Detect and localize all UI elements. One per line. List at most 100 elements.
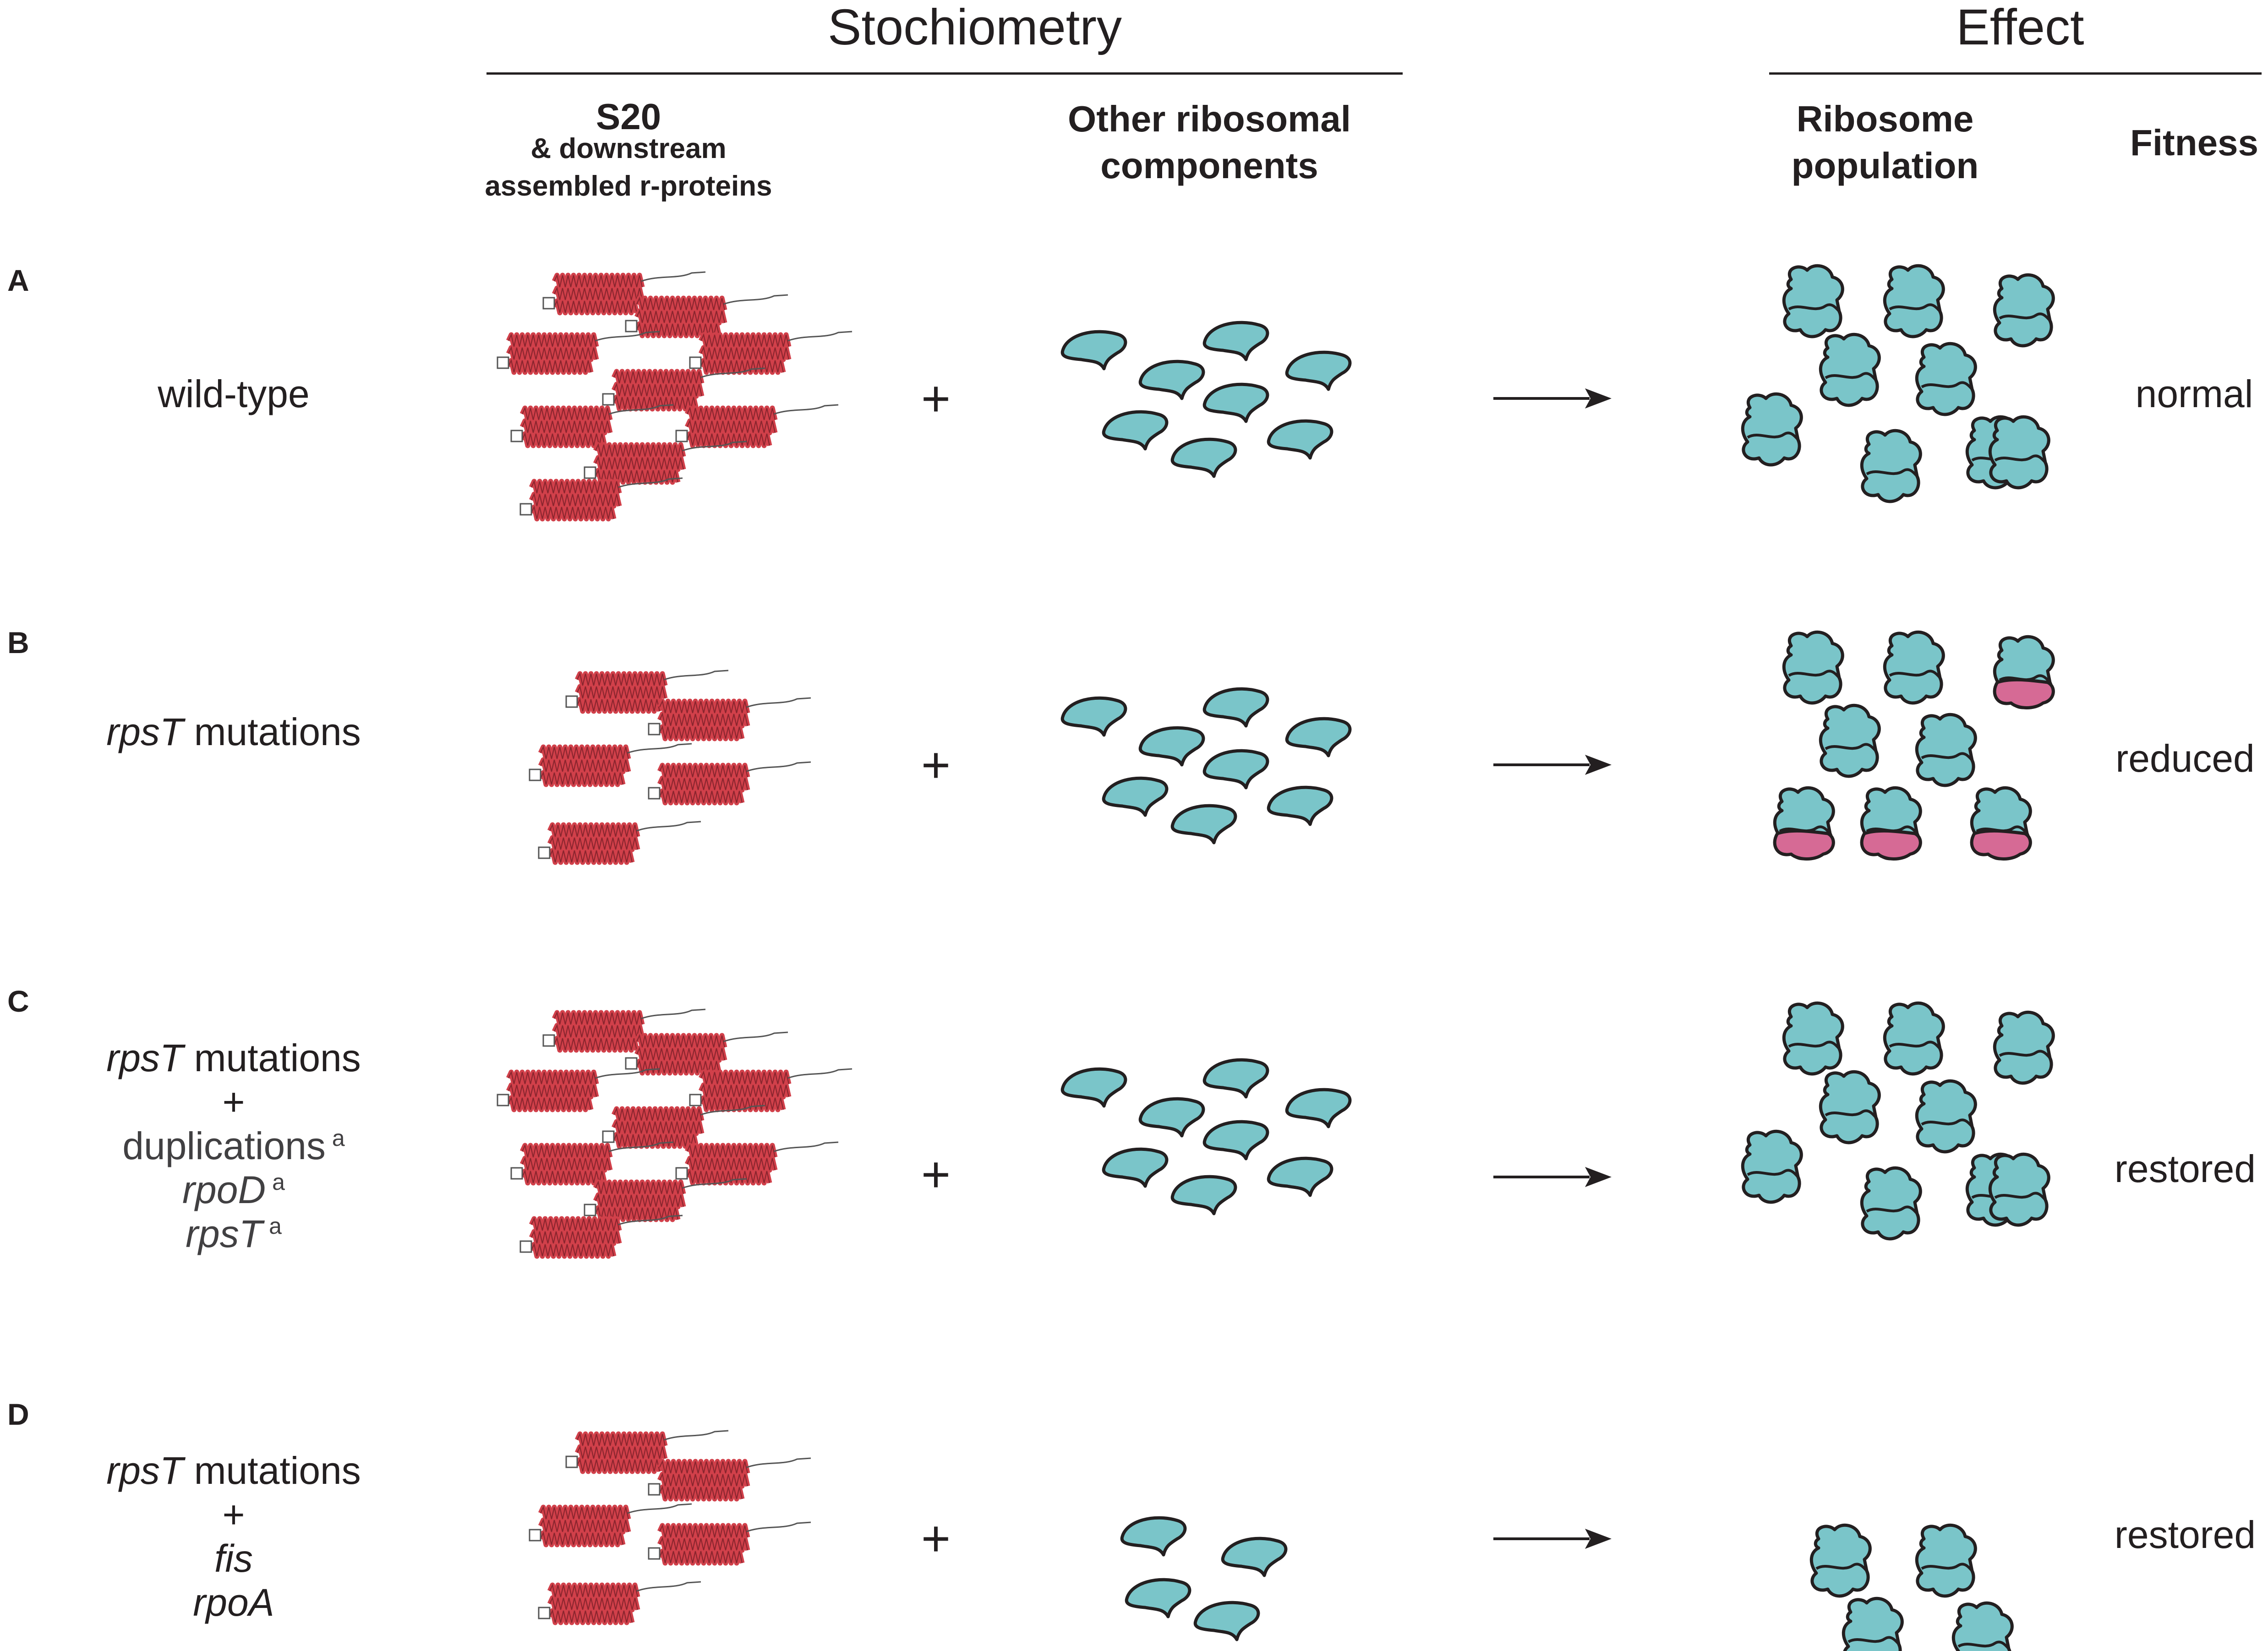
ribosome-a-7 — [1860, 429, 1922, 503]
ribosomal-component-d-3 — [1125, 1578, 1191, 1618]
other-components-title-2: components — [1100, 145, 1318, 186]
condition-c-sup-4: a — [272, 1169, 285, 1195]
ribosome-b-4 — [1819, 703, 1881, 778]
ribosomal-component-b-6 — [1102, 776, 1169, 817]
condition-c-line-1: rpsT mutations — [106, 1036, 361, 1080]
s20-protein-c-3 — [497, 1068, 660, 1112]
plus-sign-a: + — [921, 371, 951, 427]
s20-protein-a-4 — [689, 331, 853, 375]
s20-protein-a-1 — [542, 271, 706, 316]
ribosomal-component-a-5 — [1202, 382, 1269, 423]
plus-sign-c: + — [921, 1146, 951, 1203]
condition-a: wild-type — [158, 372, 309, 416]
s20-protein-b-1 — [565, 670, 729, 714]
ribosome-c-9 — [1988, 1152, 2050, 1227]
condition-c-sup-3: a — [332, 1125, 345, 1151]
s20-protein-c-6 — [510, 1141, 674, 1186]
condition-b-gene: rpsT — [106, 710, 184, 753]
s20-protein-a-3 — [497, 331, 660, 375]
ribosome-c-7 — [1860, 1166, 1922, 1241]
condition-c-text-3: duplications — [122, 1124, 326, 1167]
condition-d-text-1: mutations — [183, 1449, 361, 1492]
ribosome-b-3 — [1993, 635, 2055, 709]
fitness-c: restored — [2114, 1147, 2256, 1190]
ribosome-b-2 — [1883, 630, 1945, 705]
stoichiometry-rule — [486, 72, 1403, 75]
ribosome-b-5 — [1915, 713, 1977, 787]
ribosome-c-6 — [1741, 1129, 1803, 1204]
ribosome-b-8 — [1970, 786, 2032, 861]
ribosome-a-5 — [1915, 342, 1977, 416]
ribosomal-component-b-1 — [1060, 696, 1127, 737]
condition-a-line-1: wild-type — [158, 372, 310, 415]
s20-protein-d-2 — [648, 1457, 811, 1502]
arrow-a — [1493, 388, 1612, 409]
fitness-d: restored — [2114, 1513, 2256, 1556]
condition-c-sup-5: a — [269, 1213, 282, 1239]
panel-letter-a: A — [7, 263, 29, 297]
ribosome-population-title-1: Ribosome — [1796, 98, 1974, 139]
s20-protein-c-1 — [542, 1008, 706, 1053]
ribosomal-component-c-1 — [1060, 1067, 1127, 1108]
s20-protein-c-7 — [675, 1141, 839, 1186]
s20-protein-c-4 — [689, 1068, 853, 1112]
ribosome-population-title-2: population — [1791, 145, 1979, 186]
ribosomal-component-c-6 — [1102, 1147, 1169, 1188]
ribosomal-component-b-5 — [1202, 749, 1269, 790]
s20-protein-a-5 — [602, 367, 765, 412]
ribosomal-component-b-8 — [1170, 804, 1237, 845]
ribosome-d-3 — [1842, 1597, 1904, 1651]
ribosomal-component-a-8 — [1170, 437, 1237, 478]
s20-protein-a-8 — [584, 441, 747, 485]
s20-protein-c-5 — [602, 1105, 765, 1149]
ribosome-b-1 — [1782, 630, 1844, 705]
condition-d-gene-1: rpsT — [106, 1449, 184, 1492]
fitness-a: normal — [2135, 372, 2253, 415]
ribosome-c-4 — [1819, 1070, 1881, 1144]
ribosomal-component-b-7 — [1267, 785, 1333, 826]
ribosomal-component-a-6 — [1102, 410, 1169, 451]
s20-protein-a-6 — [510, 404, 674, 448]
condition-d-line-1: rpsT mutations — [106, 1449, 361, 1493]
ribosome-a-9 — [1988, 415, 2050, 490]
ribosome-b-6 — [1773, 786, 1835, 861]
condition-d: rpsT mutations + fis rpoA — [106, 1449, 361, 1624]
condition-d-line-3: fis — [214, 1537, 253, 1580]
ribosomal-component-b-3 — [1138, 726, 1205, 767]
condition-c-gene-4: rpoD — [182, 1168, 266, 1211]
ribosome-c-1 — [1782, 1001, 1844, 1076]
s20-protein-b-4 — [648, 761, 811, 806]
s20-protein-b-5 — [538, 821, 701, 865]
panel-letter-c: C — [7, 984, 29, 1018]
s20-protein-c-9 — [519, 1215, 683, 1259]
s20-protein-d-1 — [565, 1430, 729, 1474]
s20-protein-c-8 — [584, 1178, 747, 1222]
s20-column-sub1: & downstream — [530, 133, 727, 164]
effect-header: Effect — [1956, 0, 2084, 55]
fitness-title: Fitness — [2130, 122, 2259, 163]
ribosomal-component-d-4 — [1193, 1601, 1260, 1641]
ribosome-a-1 — [1782, 264, 1844, 338]
condition-b: rpsT mutations — [106, 710, 361, 754]
s20-protein-b-2 — [648, 697, 811, 741]
s20-protein-d-3 — [529, 1503, 692, 1547]
condition-b-text: mutations — [183, 710, 361, 753]
ribosome-c-2 — [1883, 1001, 1945, 1076]
s20-protein-b-3 — [529, 743, 692, 787]
ribosome-c-5 — [1915, 1079, 1977, 1154]
ribosomal-component-a-1 — [1060, 330, 1127, 371]
ribosomal-component-d-2 — [1221, 1537, 1288, 1577]
condition-c-gene-5: rpsT — [186, 1212, 263, 1255]
s20-column-title: S20 — [596, 96, 661, 137]
ribosome-d-1 — [1809, 1523, 1872, 1598]
ribosomal-component-a-4 — [1285, 350, 1352, 391]
ribosome-a-6 — [1741, 392, 1803, 467]
s20-protein-c-2 — [625, 1031, 788, 1076]
ribosomal-component-a-7 — [1267, 419, 1333, 460]
ribosome-d-4 — [1951, 1601, 2014, 1651]
condition-d-line-4: rpoA — [193, 1581, 274, 1624]
condition-d-line-2: + — [222, 1493, 245, 1536]
fitness-b: reduced — [2115, 737, 2255, 780]
panel-letter-b: B — [7, 626, 29, 659]
